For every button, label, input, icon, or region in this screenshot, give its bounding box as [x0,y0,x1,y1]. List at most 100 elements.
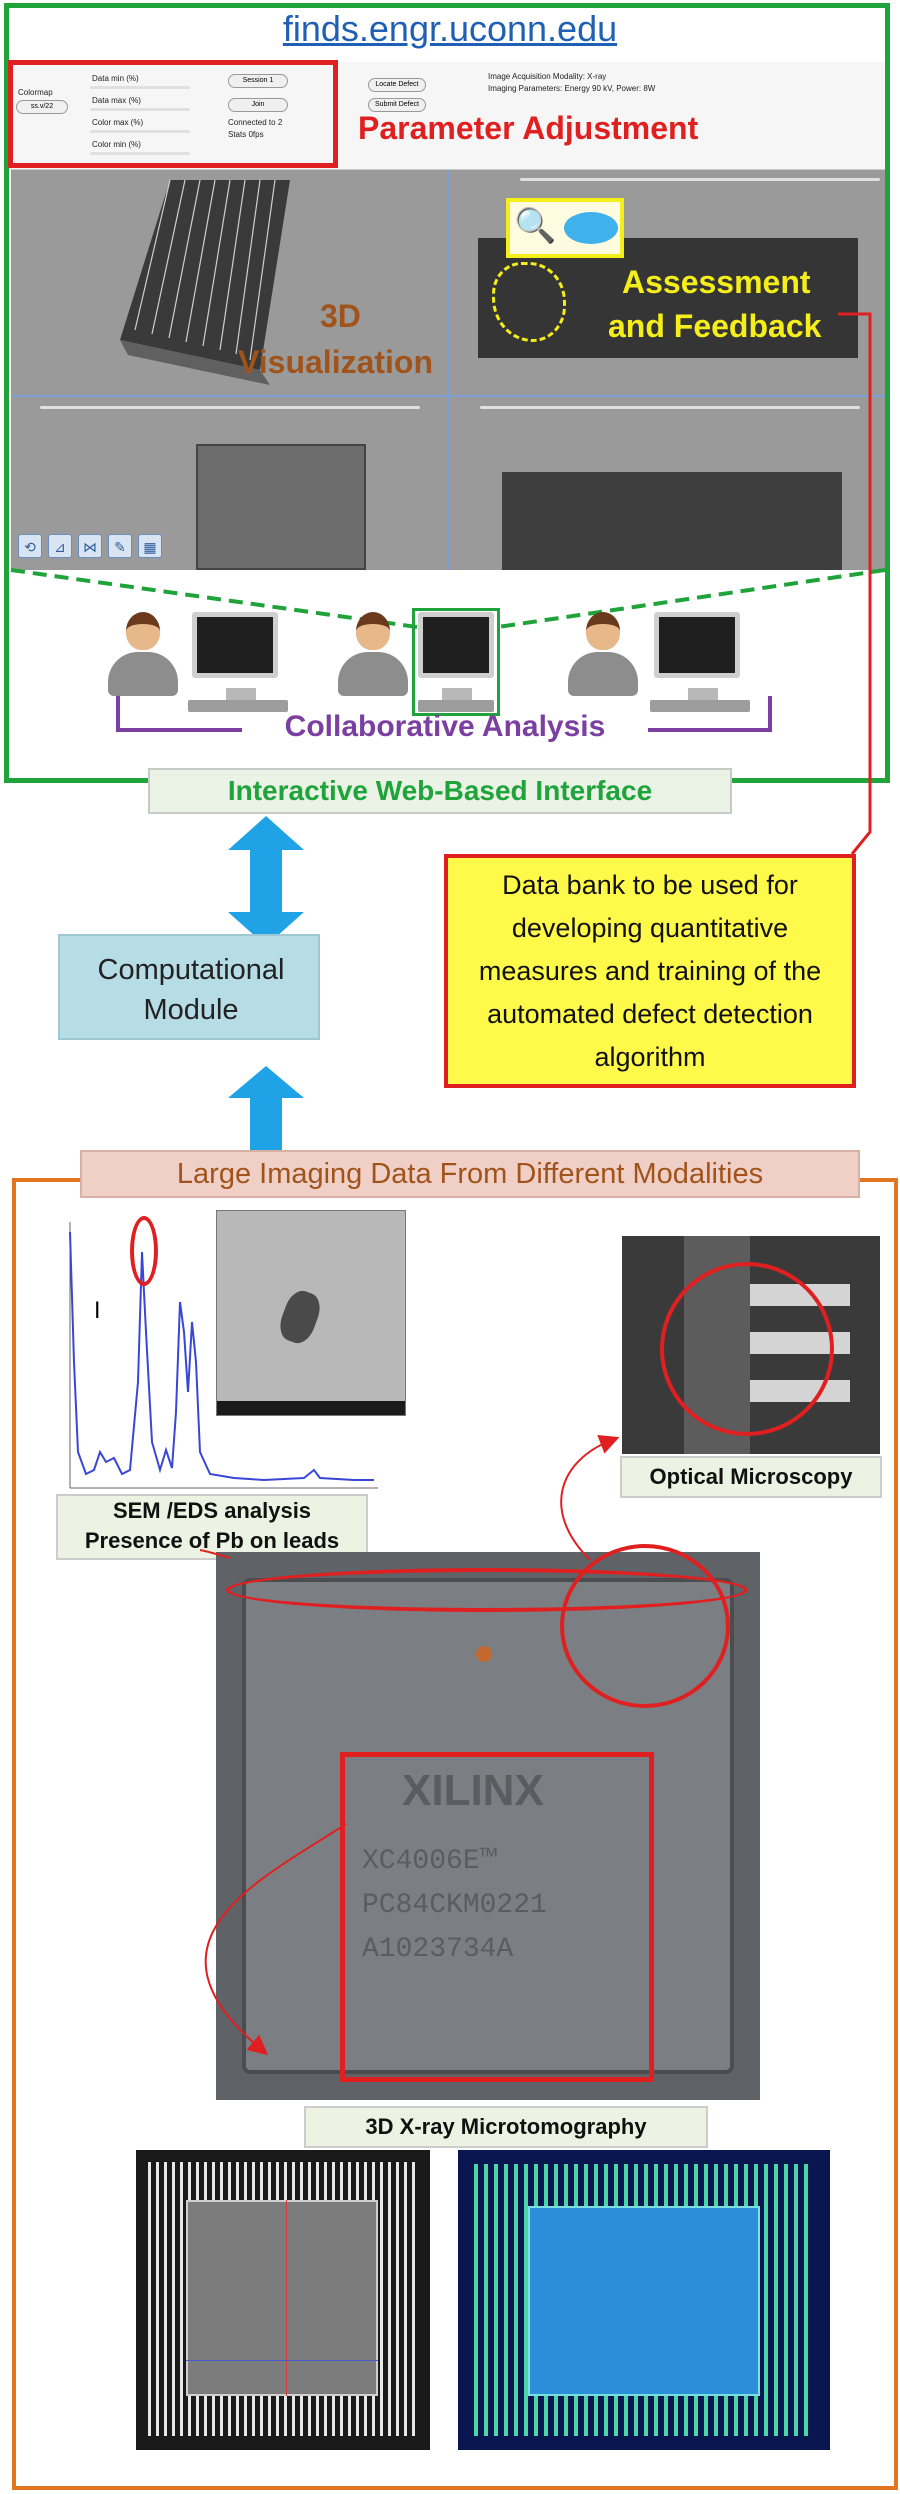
callout-arrows [199,1434,620,2056]
sem-particle [275,1286,325,1348]
keyboard-3-icon [650,700,750,712]
xray-color-image [458,2150,830,2450]
optical-circle [660,1262,834,1436]
chip-text-brand: XILINX [402,1766,544,1815]
colormax-slider[interactable] [90,130,190,133]
pipette-tool-icon[interactable]: ✎ [108,534,132,558]
xray-gray-crosshair-v [286,2200,287,2396]
xray-label: 3D X-ray Microtomography [304,2106,708,2148]
user-2-head [356,612,390,650]
visualization-label-2: Visualization [238,344,434,380]
web-interface-label: Interactive Web-Based Interface [148,768,732,814]
monitor-3-icon [654,612,740,678]
sem-image [216,1210,406,1416]
user-3-head [586,612,620,650]
monitor-2-stand [442,688,472,700]
xray-gray-die [186,2200,378,2396]
defect-highlight-outline [492,262,566,342]
zoom-connector [10,568,886,629]
eds-trace [69,1231,374,1482]
viewport-slider-2[interactable] [40,406,420,409]
datamin-slider[interactable] [90,86,190,89]
sem-label-line2: Presence of Pb on leads [84,1528,340,1553]
optical-label: Optical Microscopy [620,1456,882,1498]
chip-3d-leads [134,179,276,361]
user-2-body [338,652,408,696]
colormap-label: Colormap [18,88,53,97]
assessment-label-1: Assessment [622,264,811,300]
speech-bubble-icon [564,212,618,244]
feedback-connector [838,312,872,855]
double-arrow-top [228,816,304,946]
xray-grayscale-image [136,2150,430,2450]
user-1-head [126,612,160,650]
xray-color-die [528,2206,760,2396]
monitor-3-stand [688,688,718,700]
sem-info-bar [217,1401,405,1415]
workstation-1 [188,612,288,712]
chip-text-line2: XC4006E™ [362,1846,497,1877]
chart-tool-icon[interactable]: ⊿ [48,534,72,558]
collaborative-analysis-label: Collaborative Analysis [284,710,606,743]
user-3-body [568,652,638,696]
measure-tool-icon[interactable]: ⋈ [78,534,102,558]
parameters-text: Imaging Parameters: Energy 90 kV, Power:… [488,84,656,93]
computational-module-box: Computational Module [58,934,320,1040]
slice-left-image [196,444,366,570]
connected-status: Connected to 2 [228,118,283,127]
session-button[interactable]: Session 1 [228,74,288,88]
eds-cursor-mark: I [94,1299,101,1324]
keyboard-1-icon [188,700,288,712]
xray-gray-crosshair-h [186,2360,378,2361]
join-button[interactable]: Join [228,98,288,112]
locate-defect-button[interactable]: Locate Defect [368,78,426,92]
datamax-label: Data max (%) [92,96,141,105]
computational-module-label: Computational Module [97,954,285,1026]
sem-label-line1: SEM /EDS analysis [112,1498,312,1523]
optical-image [622,1236,880,1454]
colormap-value: ss.v/22 [30,103,54,110]
parameter-highlight-box [8,60,338,168]
slice-right-image [502,472,842,570]
user-1-body [108,652,178,696]
sem-label-box: SEM /EDS analysis Presence of Pb on lead… [56,1494,368,1560]
data-bank-box: Data bank to be used for developing quan… [444,854,856,1088]
keyboard-2-icon [418,700,494,712]
chip-orientation-dot [476,1646,492,1662]
collaborative-bracket [116,696,772,732]
chip-3d-body [120,180,290,385]
monitor-2-icon [418,612,494,678]
colormin-slider[interactable] [90,152,190,155]
eds-peak-highlight [130,1216,158,1286]
url-link[interactable]: finds.engr.uconn.edu [282,8,618,49]
imaging-data-title: Large Imaging Data From Different Modali… [80,1150,860,1198]
monitor-1-stand [226,688,256,700]
stats-status: Stats 0fps [228,130,264,139]
chip-corner-circle [560,1544,730,1708]
submit-defect-button[interactable]: Submit Defect [368,98,426,112]
viewport-slider-3[interactable] [480,406,860,409]
workstation-2-highlight [412,608,500,716]
parameter-adjustment-label: Parameter Adjustment [358,110,699,146]
magnifier-icon: 🔍 [514,207,557,245]
chip-marking-area: XILINX XC4006E™ PC84CKM0221 A1023734A [340,1752,654,2082]
data-bank-text: Data bank to be used for developing quan… [478,870,822,1072]
colormap-select[interactable]: ss.v/22 [16,100,68,114]
viewport-divider-h [11,395,885,397]
layers-tool-icon[interactable]: ▦ [138,534,162,558]
colormin-label: Color min (%) [92,140,141,149]
workstation-2 [418,612,518,712]
assessment-label-2: and Feedback [608,308,822,344]
workstation-3 [650,612,750,712]
viewport-divider-v [447,170,449,570]
rotate-tool-icon[interactable]: ⟲ [18,534,42,558]
monitor-1-icon [192,612,278,678]
chip-logo-box [340,1752,654,2082]
viewport-slider-1[interactable] [520,178,880,181]
chip-text-line3: PC84CKM0221 [362,1890,547,1921]
datamax-slider[interactable] [90,108,190,111]
chip-3d-render [120,179,290,385]
lead-row-ellipse [226,1568,748,1612]
modality-text: Image Acquisition Modality: X-ray [488,72,607,81]
colormax-label: Color max (%) [92,118,144,127]
